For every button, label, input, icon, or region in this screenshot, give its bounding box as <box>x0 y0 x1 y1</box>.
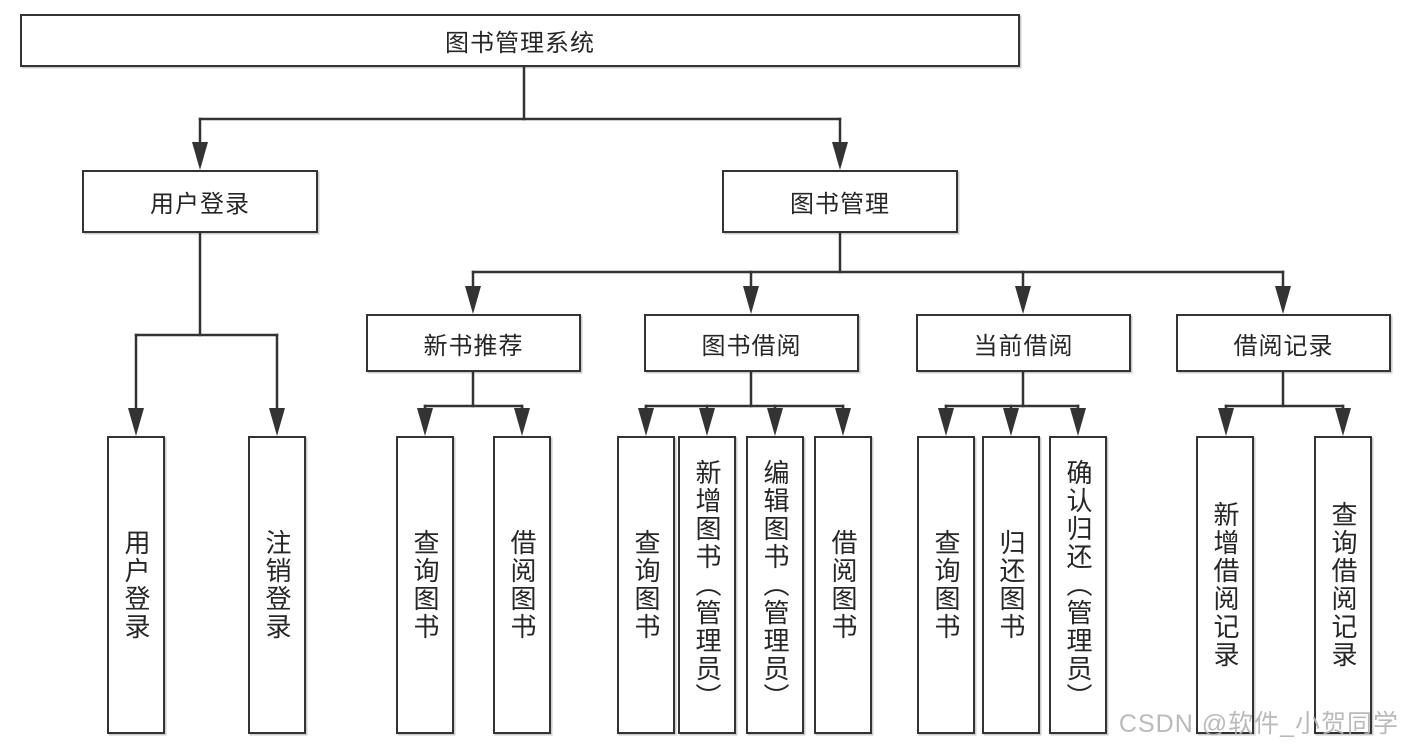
node-book-borrowing: 图书借阅 <box>644 314 859 372</box>
node-root-library-system: 图书管理系统 <box>20 14 1020 67</box>
node-user-login: 用户登录 <box>82 170 318 233</box>
node-label: 查询图书 <box>931 529 961 641</box>
node-label: 新增借阅记录 <box>1210 501 1240 669</box>
node-label: 用户登录 <box>150 191 250 218</box>
node-label: 借阅记录 <box>1233 332 1334 360</box>
leaf-query-borrow-record: 查询借阅记录 <box>1314 436 1372 734</box>
node-label: 借阅图书 <box>507 529 537 641</box>
leaf-confirm-return-admin: 确认归还（管理员） <box>1049 436 1107 734</box>
leaf-edit-book-admin: 编辑图书（管理员） <box>746 436 804 734</box>
node-label: 编辑图书（管理员） <box>760 459 790 711</box>
node-label: 用户登录 <box>121 529 151 641</box>
node-label: 图书管理系统 <box>445 30 595 57</box>
connector-root-to-level2 <box>192 65 848 170</box>
leaf-query-books-current: 查询图书 <box>917 436 975 734</box>
node-new-book-recommend: 新书推荐 <box>366 314 581 372</box>
connector-borrow-records-to-leaves <box>1218 370 1351 436</box>
connector-book-borrow-to-leaves <box>638 370 851 436</box>
leaf-query-books-borrowing: 查询图书 <box>617 436 675 734</box>
node-label: 归还图书 <box>996 529 1026 641</box>
connector-user-login-to-leaves <box>128 231 285 436</box>
node-label: 借阅图书 <box>828 529 858 641</box>
node-label: 图书借阅 <box>701 332 802 360</box>
node-label: 新增图书（管理员） <box>692 459 722 711</box>
node-current-borrowing: 当前借阅 <box>916 314 1131 372</box>
node-label: 新书推荐 <box>423 332 524 360</box>
node-book-management: 图书管理 <box>722 170 958 233</box>
node-label: 图书管理 <box>790 191 890 218</box>
node-label: 查询图书 <box>410 529 440 641</box>
leaf-add-borrow-record: 新增借阅记录 <box>1196 436 1254 734</box>
connector-book-mgmt-to-level3 <box>465 231 1291 314</box>
connector-new-book-rec-to-leaves <box>417 370 530 436</box>
node-label: 注销登录 <box>262 529 292 641</box>
node-borrow-records: 借阅记录 <box>1176 314 1391 372</box>
node-label: 查询借阅记录 <box>1328 501 1358 669</box>
leaf-logout: 注销登录 <box>248 436 306 734</box>
leaf-borrow-books: 借阅图书 <box>814 436 872 734</box>
node-label: 确认归还（管理员） <box>1063 459 1093 711</box>
leaf-return-book: 归还图书 <box>982 436 1040 734</box>
leaf-add-book-admin: 新增图书（管理员） <box>678 436 736 734</box>
connector-current-borrow-to-leaves <box>938 370 1086 436</box>
leaf-query-books-recommend: 查询图书 <box>396 436 454 734</box>
leaf-user-login: 用户登录 <box>107 436 165 734</box>
node-label: 当前借阅 <box>973 332 1074 360</box>
node-label: 查询图书 <box>631 529 661 641</box>
leaf-borrow-books-recommend: 借阅图书 <box>493 436 551 734</box>
